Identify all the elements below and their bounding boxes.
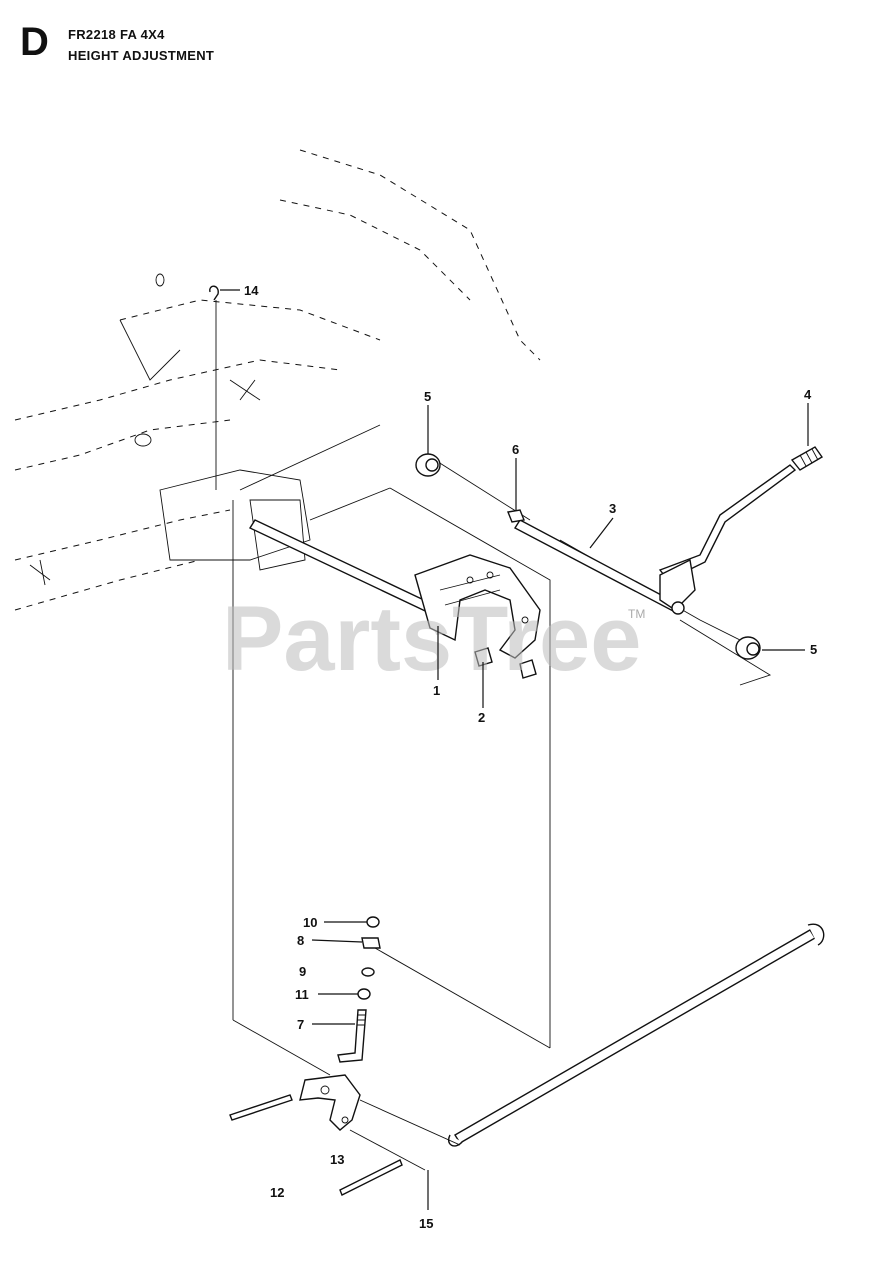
callout-12: 12 xyxy=(270,1185,284,1200)
watermark: PartsTree TM xyxy=(222,588,645,690)
section-letter: D xyxy=(20,20,49,64)
callout-6: 6 xyxy=(512,442,519,457)
callout-7: 7 xyxy=(297,1017,304,1032)
callout-leaders xyxy=(220,289,809,1210)
part-10-nut[interactable] xyxy=(366,916,380,928)
callout-5-right: 5 xyxy=(810,642,817,657)
callout-10: 10 xyxy=(303,915,317,930)
chassis-frame-outline xyxy=(14,149,541,611)
part-12-bolts[interactable] xyxy=(229,1094,403,1196)
part-13-bracket[interactable] xyxy=(299,1074,361,1131)
callout-11: 11 xyxy=(295,987,309,1002)
callout-14: 14 xyxy=(244,283,259,298)
part-5-bushing-left[interactable] xyxy=(415,453,441,477)
callout-5-top: 5 xyxy=(424,389,431,404)
part-6-clip[interactable] xyxy=(507,509,525,523)
diagram-title: HEIGHT ADJUSTMENT xyxy=(68,48,215,63)
callout-13: 13 xyxy=(330,1152,344,1167)
lower-guide-lines xyxy=(349,1099,461,1171)
callout-9: 9 xyxy=(299,964,306,979)
callout-15: 15 xyxy=(419,1216,433,1231)
part-15-lift-rod[interactable] xyxy=(448,923,825,1147)
callout-8: 8 xyxy=(297,933,304,948)
part-7-threaded-rod[interactable] xyxy=(337,1009,367,1063)
part-14-clip[interactable] xyxy=(209,285,219,301)
part-3-lift-shaft[interactable] xyxy=(248,464,797,619)
assembly-guide-lines xyxy=(215,300,772,1076)
watermark-text: PartsTree xyxy=(222,588,641,690)
part-8-pin[interactable] xyxy=(361,937,381,949)
callout-3: 3 xyxy=(609,501,616,516)
model-number: FR2218 FA 4X4 xyxy=(68,27,165,42)
part-1-adjustment-plate[interactable] xyxy=(414,554,541,659)
part-5-bushing-right[interactable] xyxy=(735,636,761,660)
part-11-nut[interactable] xyxy=(357,988,371,1000)
callout-2: 2 xyxy=(478,710,485,725)
part-4-handle-grip[interactable] xyxy=(790,446,824,471)
callout-1: 1 xyxy=(433,683,440,698)
callout-4: 4 xyxy=(804,387,812,402)
callout-numbers: 14 5 4 6 3 5 1 2 10 8 9 11 7 13 12 15 xyxy=(244,283,817,1231)
watermark-trademark: TM xyxy=(628,607,645,621)
part-2-bolts[interactable] xyxy=(474,647,537,679)
part-9-washer[interactable] xyxy=(361,967,375,977)
